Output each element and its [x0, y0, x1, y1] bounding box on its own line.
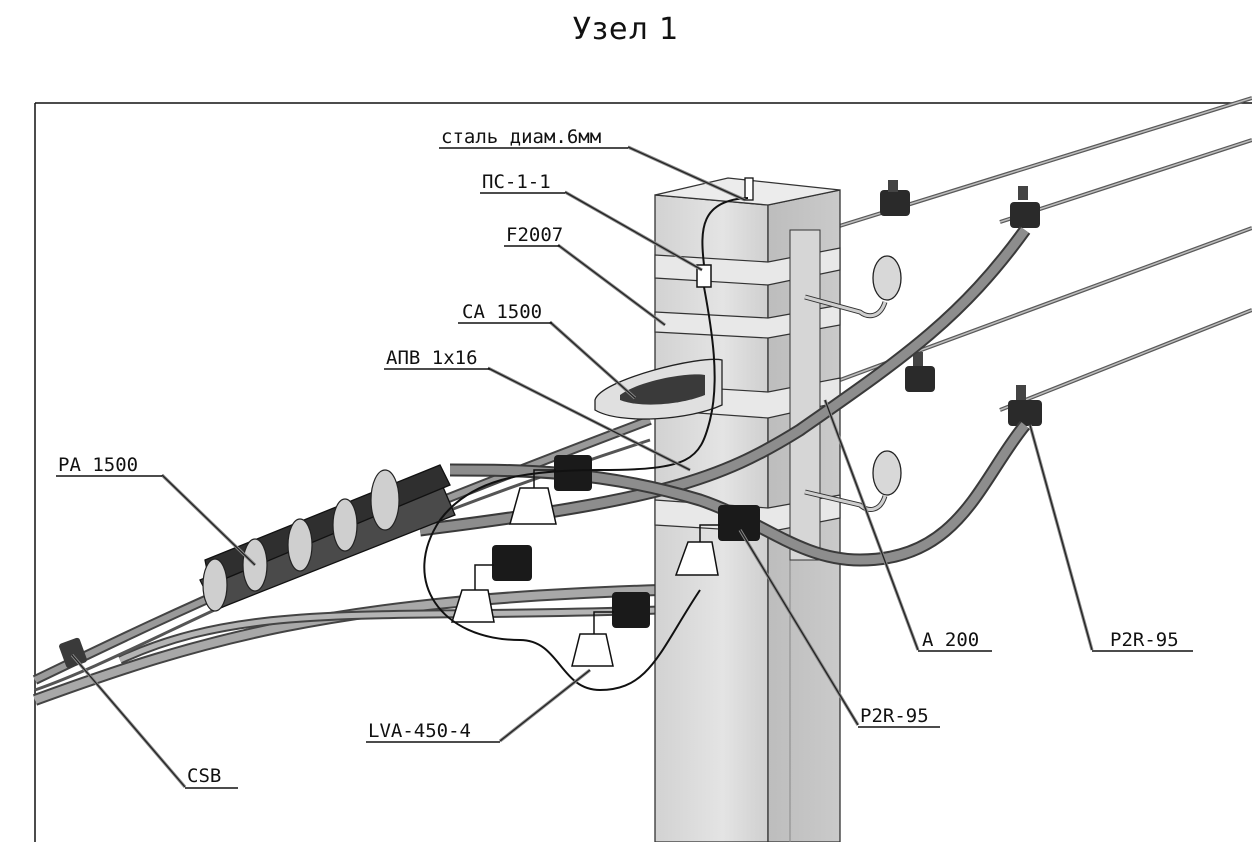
drawing-frame: [34, 102, 1252, 842]
callout-apv: АПВ 1х16: [384, 347, 490, 370]
label-a200: A 200: [922, 629, 979, 651]
label-csb: CSB: [187, 765, 221, 787]
drawing-title: Узел 1: [572, 12, 680, 47]
piercing-clamps: [880, 180, 1042, 426]
label-steel-wire: сталь диам.6мм: [441, 126, 601, 148]
callout-lva: LVA-450-4: [366, 720, 500, 743]
callout-csb: CSB: [185, 765, 238, 789]
label-pa1500: PA 1500: [58, 454, 138, 476]
leader-lines: [70, 145, 1094, 789]
callout-f2007: F2007: [504, 224, 563, 247]
label-p2r-center: P2R-95: [860, 705, 929, 727]
label-ps-1-1: ПС-1-1: [482, 171, 551, 193]
pin-insulators: [804, 255, 902, 512]
callout-pa1500: PA 1500: [56, 454, 162, 477]
label-p2r-right: P2R-95: [1110, 629, 1179, 651]
cable-support-csb: [59, 637, 87, 669]
label-f2007: F2007: [506, 224, 563, 246]
callout-p2r-center: P2R-95: [858, 705, 940, 728]
anchoring-clamp-pa1500: [199, 464, 456, 612]
callout-a200: A 200: [918, 629, 992, 652]
label-lva: LVA-450-4: [368, 720, 471, 742]
surge-arresters: [450, 455, 760, 667]
callout-ps-1-1: ПС-1-1: [480, 171, 565, 194]
suspension-clamp-ca1500: [594, 358, 723, 420]
label-ca1500: CA 1500: [462, 301, 542, 323]
callout-ca1500: CA 1500: [458, 301, 552, 324]
callout-steel-wire: сталь диам.6мм: [439, 126, 628, 149]
callout-p2r-right: P2R-95: [1092, 629, 1193, 652]
label-apv: АПВ 1х16: [386, 347, 478, 369]
